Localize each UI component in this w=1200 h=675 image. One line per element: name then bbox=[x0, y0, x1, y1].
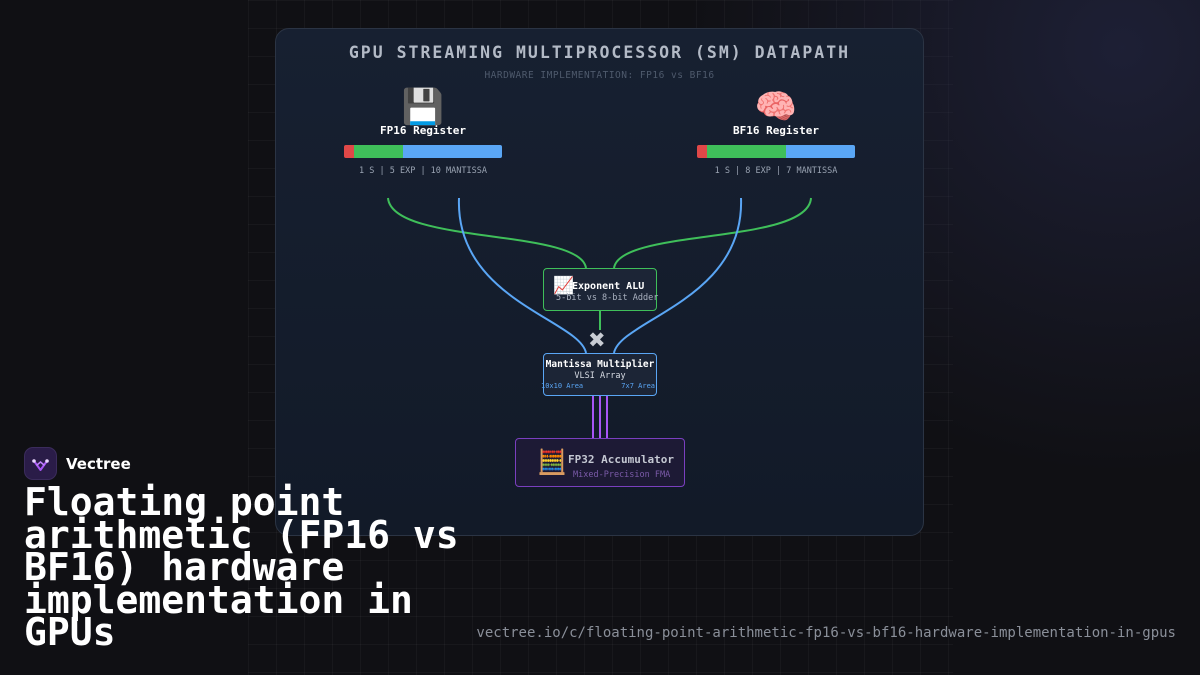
bf16-register: 🧠 BF16 Register 1 S | 8 EXP | 7 MANTISSA bbox=[696, 88, 856, 176]
chart-increasing-icon: 📈 bbox=[553, 276, 575, 296]
bf16-layout-label: 1 S | 8 EXP | 7 MANTISSA bbox=[714, 166, 838, 176]
bf16-mantissa-segment bbox=[785, 145, 855, 158]
fp16-area-label: 10x10 Area bbox=[541, 382, 584, 390]
page-headline: Floating point arithmetic (FP16 vs BF16)… bbox=[24, 480, 459, 654]
fp16-exponent-wire bbox=[387, 197, 587, 269]
brand[interactable]: Vectree bbox=[24, 447, 131, 480]
exponent-alu-subtitle: 5-bit vs 8-bit Adder bbox=[556, 293, 659, 303]
fp16-exponent-segment bbox=[353, 145, 404, 158]
accumulator-subtitle: Mixed-Precision FMA bbox=[573, 470, 671, 480]
bf16-area-label: 7x7 Area bbox=[621, 382, 655, 390]
vectree-logo-icon bbox=[24, 447, 57, 480]
mantissa-multiplier-subtitle: VLSI Array bbox=[574, 371, 626, 381]
abacus-icon: 🧮 bbox=[537, 448, 567, 476]
floppy-disk-icon: 💾 bbox=[401, 87, 445, 127]
bf16-exponent-wire bbox=[613, 197, 812, 269]
fp16-mantissa-segment bbox=[403, 145, 502, 158]
fp32-accumulator: 🧮 FP32 Accumulator Mixed-Precision FMA bbox=[515, 438, 685, 487]
mantissa-multiplier-title: Mantissa Multiplier bbox=[545, 359, 655, 370]
fp16-mantissa-wire bbox=[457, 197, 587, 354]
multiply-icon: ✖ bbox=[588, 328, 606, 352]
brand-name: Vectree bbox=[66, 454, 131, 473]
exponent-alu-title: Exponent ALU bbox=[572, 281, 645, 292]
fp16-register: 💾 FP16 Register 1 S | 5 EXP | 10 MANTISS… bbox=[343, 88, 503, 176]
accumulator-title: FP32 Accumulator bbox=[568, 453, 674, 466]
diagram-title: GPU STREAMING MULTIPROCESSOR (SM) DATAPA… bbox=[348, 43, 851, 62]
fp16-bit-layout-bar bbox=[344, 145, 502, 158]
bf16-register-name: BF16 Register bbox=[732, 124, 820, 137]
diagram-subtitle: HARDWARE IMPLEMENTATION: FP16 vs BF16 bbox=[484, 70, 715, 81]
fp16-sign-segment bbox=[344, 145, 354, 158]
fp16-layout-label: 1 S | 5 EXP | 10 MANTISSA bbox=[359, 166, 487, 176]
bf16-bit-layout-bar bbox=[697, 145, 855, 158]
bf16-mantissa-wire bbox=[613, 197, 743, 354]
brain-icon: 🧠 bbox=[754, 87, 798, 127]
bf16-sign-segment bbox=[697, 145, 707, 158]
mantissa-multiplier: Mantissa Multiplier VLSI Array 10x10 Are… bbox=[541, 353, 657, 396]
page-url[interactable]: vectree.io/c/floating-point-arithmetic-f… bbox=[476, 625, 1176, 641]
fp16-register-name: FP16 Register bbox=[379, 124, 467, 137]
exponent-alu: 📈 Exponent ALU 5-bit vs 8-bit Adder bbox=[543, 268, 659, 311]
bf16-exponent-segment bbox=[706, 145, 786, 158]
